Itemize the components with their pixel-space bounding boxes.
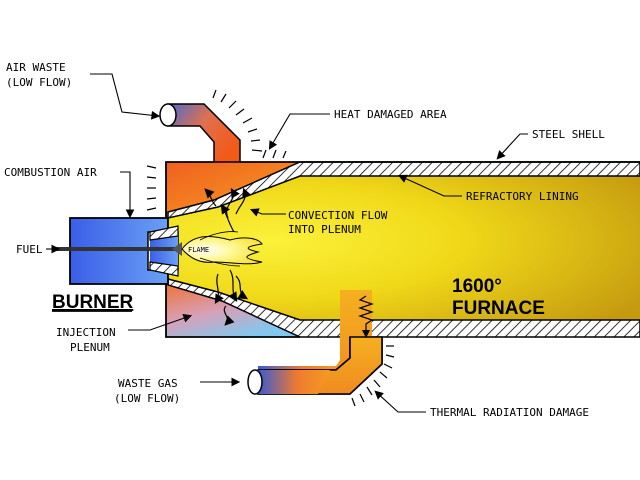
combustion-air-label: COMBUSTION AIR — [4, 166, 97, 179]
waste-gas-opening — [247, 369, 263, 395]
thermal-radiation-ticks — [351, 345, 395, 407]
heat-damage-ticks — [146, 89, 287, 211]
injection-arrows — [214, 269, 249, 326]
steel-shell-label: STEEL SHELL — [532, 128, 605, 141]
injection-plenum — [166, 282, 300, 337]
air-waste-label-2: (LOW FLOW) — [6, 76, 72, 89]
convection-label-1: CONVECTION FLOW — [288, 209, 388, 222]
flame-label: FLAME — [188, 246, 209, 254]
heat-damaged-label: HEAT DAMAGED AREA — [334, 108, 447, 121]
leader-lines — [46, 73, 528, 413]
waste-gas-label-2: (LOW FLOW) — [114, 392, 180, 405]
fuel-label: FUEL — [16, 243, 43, 256]
thermal-coil — [358, 295, 374, 332]
refractory-lining-label: REFRACTORY LINING — [466, 190, 579, 203]
air-waste-label-1: AIR WASTE — [6, 61, 66, 74]
furnace-interior — [168, 176, 640, 320]
injection-label-2: PLENUM — [70, 341, 110, 354]
convection-arrows — [204, 187, 252, 233]
flame — [181, 236, 263, 265]
convection-label-2: INTO PLENUM — [288, 223, 361, 236]
refractory-top — [167, 161, 640, 219]
injection-label-1: INJECTION — [56, 326, 116, 339]
thermal-radiation-label: THERMAL RADIATION DAMAGE — [430, 406, 589, 419]
air-waste-duct — [167, 103, 241, 163]
furnace-label: FURNACE — [452, 298, 545, 319]
burner-label: BURNER — [52, 292, 134, 313]
furnace-temp-label: 1600° — [452, 276, 502, 297]
waste-gas-label-1: WASTE GAS — [118, 377, 178, 390]
air-waste-opening — [159, 103, 177, 127]
